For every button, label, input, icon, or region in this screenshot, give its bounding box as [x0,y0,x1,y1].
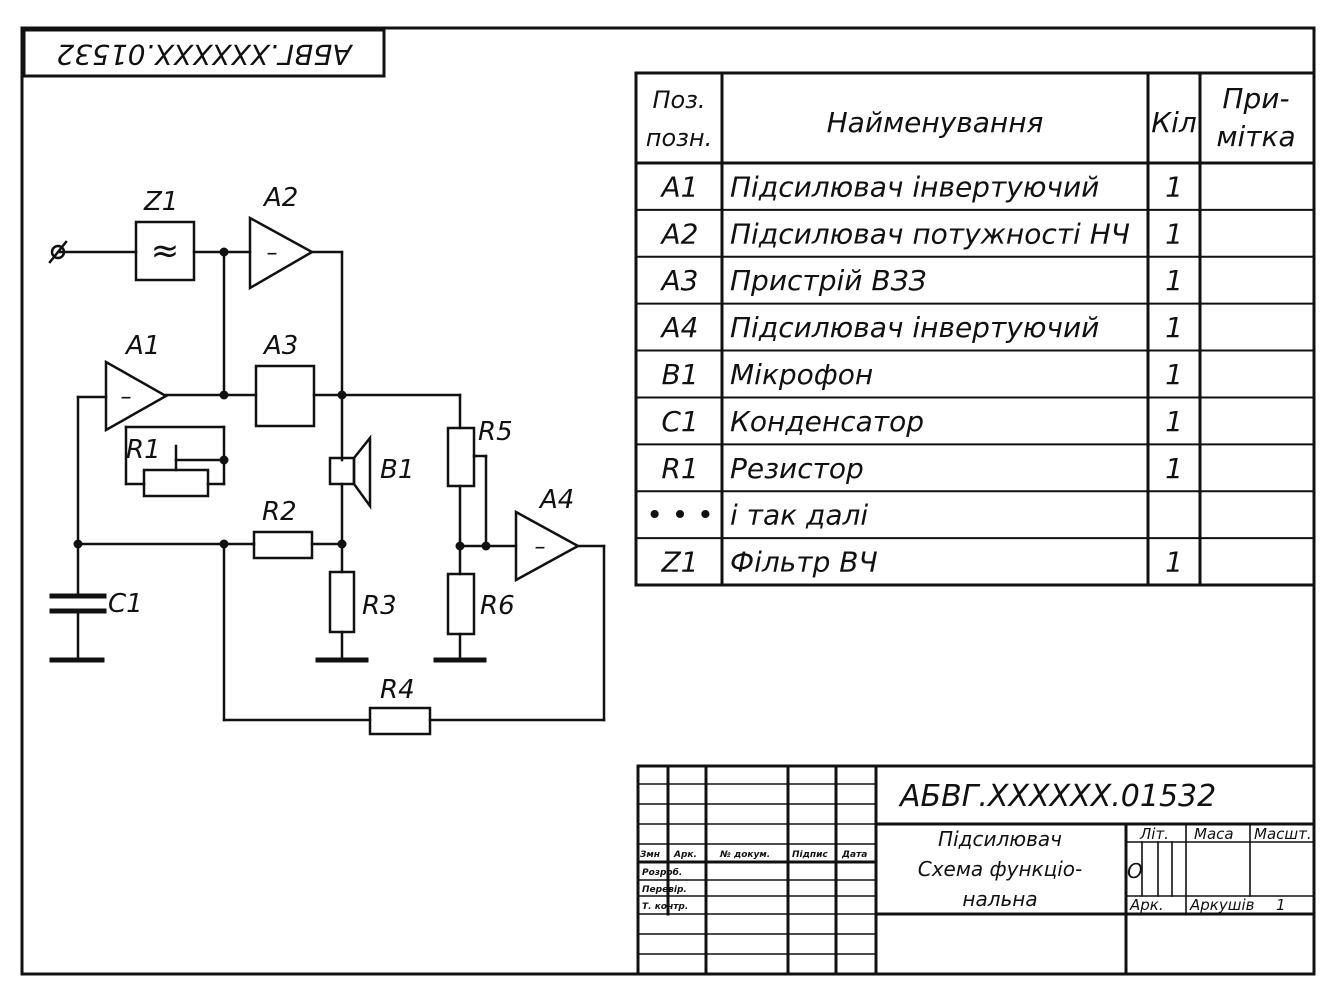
designation-text: АБВГ.XXXXXX.01532 [898,779,1216,814]
row-name: Фільтр ВЧ [730,546,878,579]
corner-stamp: АБВГ.XXXXXX.01532 [22,28,386,78]
title-block: АБВГ.XXXXXX.01532 Підсилювач Схема функц… [636,764,1316,976]
row-pos: A2 [660,217,699,250]
sheet-label: Арк. [1129,896,1164,914]
row-pos: A4 [660,311,699,344]
sheets-value: 1 [1276,896,1286,914]
row-qty: 1 [1165,311,1183,344]
col-zmin: Змн [640,850,660,860]
sheets-label: Аркушів [1189,896,1255,914]
row-qty: 1 [1165,358,1183,391]
label-a1: A1 [124,331,160,361]
row-pos: • • • [646,499,713,532]
row-pos: Z1 [661,546,699,579]
resistor-r6-symbol [446,572,476,636]
parts-list-table: Поз. позн. Найменування Кіл При- мітка A… [634,71,1316,587]
parts-list-header: Поз. позн. Найменування Кіл При- мітка [646,82,1296,153]
row-qty: 1 [1165,264,1183,297]
label-r5: R5 [478,417,513,447]
resistor-r3-symbol [328,570,356,634]
speaker-b1-symbol [328,434,372,510]
circuit-diagram: ≈ – – [48,183,606,736]
header-pos-line2: позн. [646,124,712,152]
resistor-r5-symbol [446,426,476,488]
label-a4: A4 [538,485,574,515]
header-qty: Кіл [1151,106,1197,139]
lit-label: Літ. [1139,825,1169,843]
row-qty: 1 [1165,452,1183,485]
row-name: Підсилювач інвертуючий [730,311,1099,344]
junction-dots [73,247,491,551]
resistor-r1-symbol [142,468,210,498]
label-z1: Z1 [143,187,178,217]
header-name: Найменування [827,106,1044,139]
amplifier-a2-symbol: – [248,215,315,291]
corner-stamp-text: АБВГ.XXXXXX.01532 [56,38,353,71]
title-line1: Підсилювач [938,827,1062,851]
svg-text:–: – [535,535,546,560]
scale-label: Масшт. [1254,825,1312,843]
row-qty: 1 [1165,546,1183,579]
input-terminal-icon [48,240,68,264]
svg-text:–: – [267,241,278,266]
row-name: і так далі [730,499,868,532]
row-qty: 1 [1165,405,1183,438]
row-name: Резистор [730,452,864,485]
amplifier-a1-symbol: – [104,359,169,433]
header-pos-line1: Поз. [652,86,705,114]
block-a3-symbol [254,364,316,428]
row-name: Пристрій ВЗЗ [730,264,927,297]
title-line3: нальна [962,887,1037,911]
svg-text:–: – [121,385,132,410]
col-ark: Арк. [673,850,697,860]
label-a2: A2 [262,183,298,213]
row-name: Мікрофон [730,358,873,391]
label-c1: C1 [108,589,143,619]
title-line2: Схема функціо- [918,857,1083,881]
label-r6: R6 [480,591,515,621]
col-sign: Підпис [792,849,828,860]
header-note-line1: При- [1222,82,1289,115]
row-name: Підсилювач інвертуючий [730,170,1099,203]
row-developer: Розроб. [642,867,682,878]
row-pos: A1 [660,170,699,203]
label-r2: R2 [262,497,297,527]
label-a3: A3 [262,331,298,361]
row-qty: 1 [1165,170,1183,203]
row-pos: A3 [660,264,699,297]
lit-value: О [1127,859,1143,883]
row-name: Конденсатор [730,405,924,438]
amplifier-a4-symbol: – [514,509,581,583]
resistor-r4-symbol [368,706,432,736]
row-checker: Перевір. [642,884,687,895]
label-r3: R3 [362,591,397,621]
col-doc: № докум. [719,850,770,860]
row-qty: 1 [1165,217,1183,250]
row-pos: R1 [661,452,698,485]
filter-z1-symbol: ≈ [134,220,196,282]
row-pos: B1 [661,358,698,391]
row-tcontrol: Т. контр. [642,902,688,912]
header-note-line2: мітка [1216,120,1295,153]
label-r1: R1 [126,435,161,465]
label-r4: R4 [380,675,415,705]
col-date: Дата [841,850,867,860]
resistor-r2-symbol [252,530,314,560]
mass-label: Маса [1194,825,1234,843]
row-pos: C1 [661,405,698,438]
row-name: Підсилювач потужності НЧ [730,217,1130,250]
svg-text:≈: ≈ [151,231,180,271]
label-b1: B1 [380,455,414,485]
